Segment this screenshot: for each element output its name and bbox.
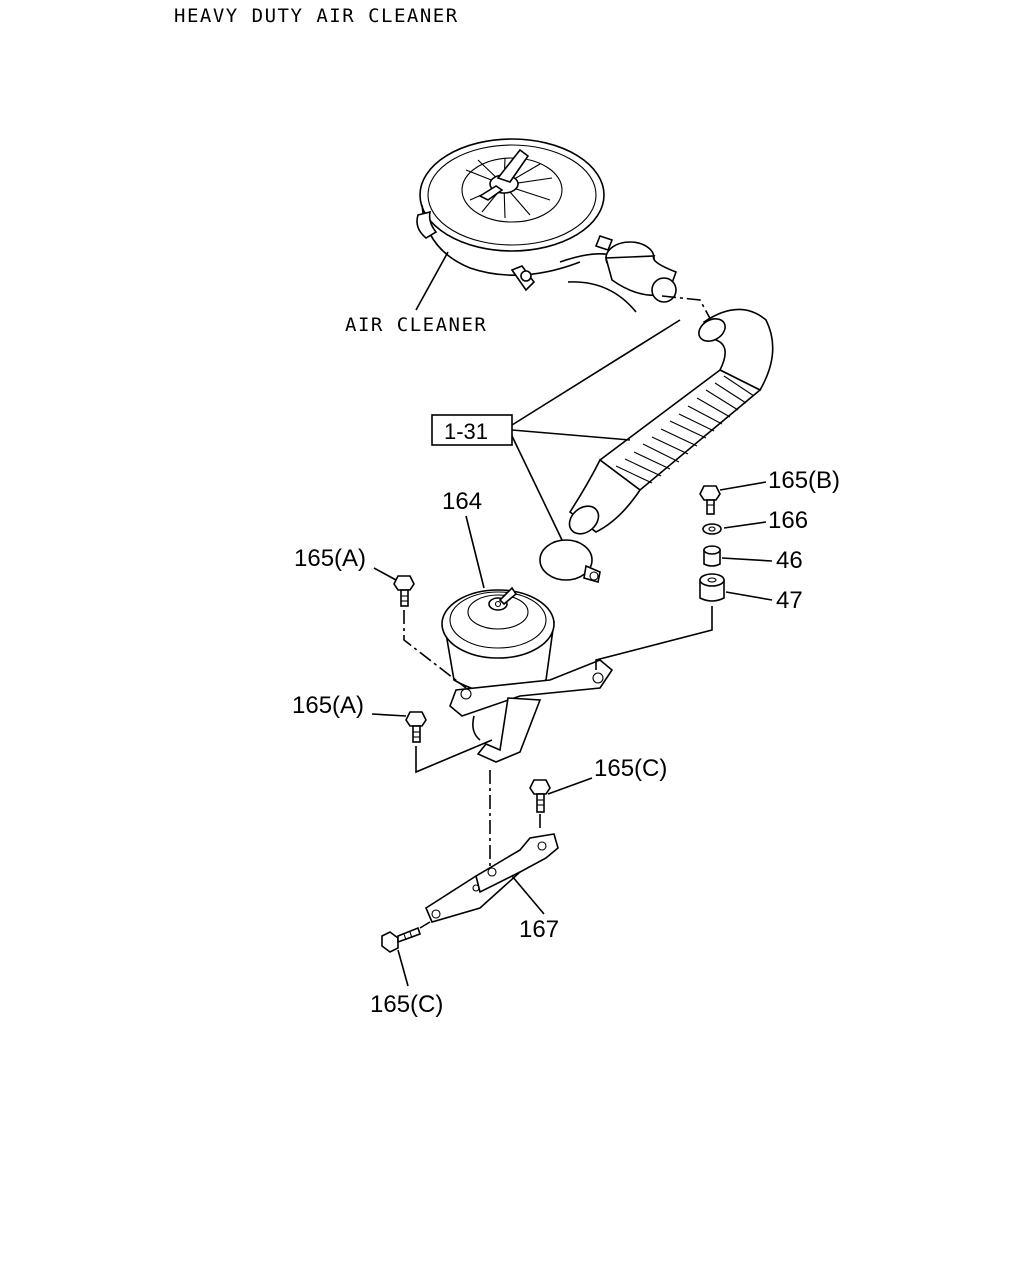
label-164: 164 [442, 488, 482, 515]
mount-connector-line [595, 606, 713, 670]
label-165c-lower: 165(C) [370, 991, 443, 1018]
air-cleaner-label: AIR CLEANER [345, 314, 487, 336]
washer-166 [702, 523, 722, 535]
label-165a-top: 165(A) [294, 545, 366, 572]
air-cleaner-leader [415, 251, 449, 311]
label-46: 46 [776, 547, 803, 574]
air-cleaner-assembly [415, 138, 678, 313]
rubber-mount-47 [699, 573, 725, 602]
label-165c-upper: 165(C) [594, 755, 667, 782]
bracket-167 [424, 833, 559, 923]
hose-corrugations [615, 375, 755, 484]
hose-clamp [539, 539, 601, 584]
label-167: 167 [519, 916, 559, 943]
bolt-165a-bottom [405, 711, 427, 743]
bolt-165c-upper [529, 779, 551, 813]
bolt-165b [699, 485, 721, 515]
bolt-165a-top [393, 575, 415, 607]
bolt-165c-lower [381, 926, 422, 953]
svg-text:1-31: 1-31 [444, 419, 488, 444]
ref-box-1-31: 1-31 [431, 319, 681, 541]
label-47: 47 [776, 587, 803, 614]
label-166: 166 [768, 507, 808, 534]
label-165a-bottom: 165(A) [292, 692, 364, 719]
intake-hose [568, 308, 774, 535]
precleaner-164 [441, 586, 614, 763]
leader-164 [465, 515, 485, 589]
label-165b: 165(B) [768, 467, 840, 494]
page-title: HEAVY DUTY AIR CLEANER [174, 5, 459, 27]
collar-46 [703, 545, 721, 567]
